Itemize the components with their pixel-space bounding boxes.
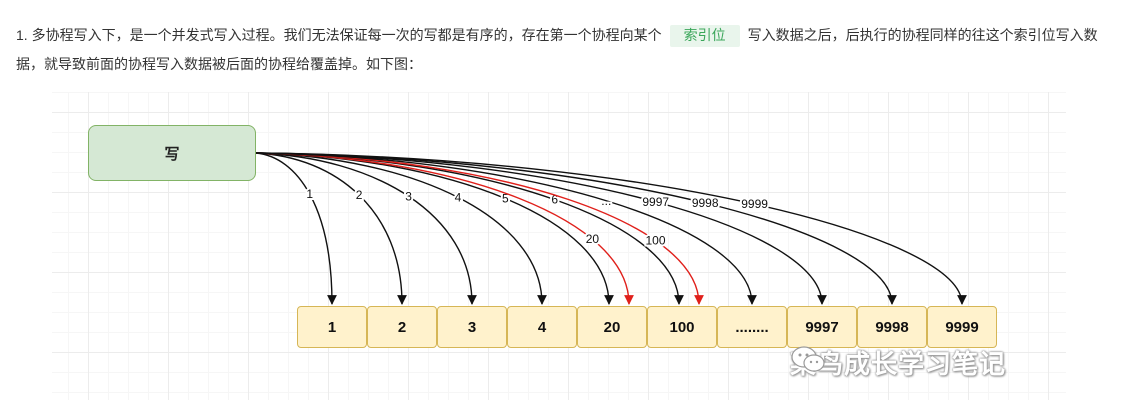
arrow-label: 9997 — [642, 195, 669, 209]
arrow-red-100 — [255, 152, 704, 305]
arrow-5 — [255, 152, 614, 305]
arrow-label: 4 — [455, 190, 462, 204]
arrow-3 — [255, 152, 477, 305]
paragraph-text-before: 1. 多协程写入下，是一个并发式写入过程。我们无法保证每一次的写都是有序的，存在… — [16, 27, 662, 43]
arrow-label: ... — [601, 194, 611, 208]
paragraph-text-after: 写入数据之后，后执行的协程同样的往这个索引位写入数据，就导致前面的协程写入数据被… — [16, 27, 1098, 72]
arrow-2 — [255, 152, 407, 305]
arrow-label: 1 — [306, 187, 313, 201]
arrow-label: 100 — [646, 234, 666, 248]
index-cell: 100 — [647, 306, 717, 348]
write-source-node: 写 — [88, 125, 256, 181]
arrow-label: 5 — [502, 192, 509, 206]
arrow-label: 20 — [586, 232, 600, 246]
index-cell: 4 — [507, 306, 577, 348]
description-paragraph: 1. 多协程写入下，是一个并发式写入过程。我们无法保证每一次的写都是有序的，存在… — [16, 21, 1111, 79]
arrow-6 — [255, 152, 684, 305]
index-cell: ........ — [717, 306, 787, 348]
index-cell: 9997 — [787, 306, 857, 348]
index-cell: 1 — [297, 306, 367, 348]
arrow-1 — [255, 152, 337, 305]
watermark: 菜鸟成长学习笔记 — [790, 344, 1006, 381]
arrows-layer: 1 2 3 4 5 20 6 100... 9997 9998 9999 — [255, 152, 967, 305]
wechat-icon — [791, 346, 825, 372]
arrow-9998 — [255, 152, 897, 305]
arrow-label: 6 — [551, 193, 558, 207]
arrow-9999 — [255, 152, 967, 305]
arrow-label: 3 — [405, 189, 412, 203]
index-cell: 20 — [577, 306, 647, 348]
inline-code-index-slot: 索引位 — [669, 25, 740, 47]
index-cell: 9998 — [857, 306, 927, 348]
arrow-4 — [255, 152, 547, 305]
arrow-label: 9998 — [692, 196, 719, 210]
index-cell: 9999 — [927, 306, 997, 348]
arrow-label: 2 — [356, 188, 363, 202]
index-cell: 3 — [437, 306, 507, 348]
arrow-9997 — [255, 152, 827, 305]
arrow-label: 9999 — [741, 197, 768, 211]
arrow-dotsdotsdots — [255, 152, 757, 305]
index-cell: 2 — [367, 306, 437, 348]
arrow-red-20 — [255, 152, 634, 305]
watermark-text: 菜鸟成长学习笔记 — [790, 349, 1007, 379]
